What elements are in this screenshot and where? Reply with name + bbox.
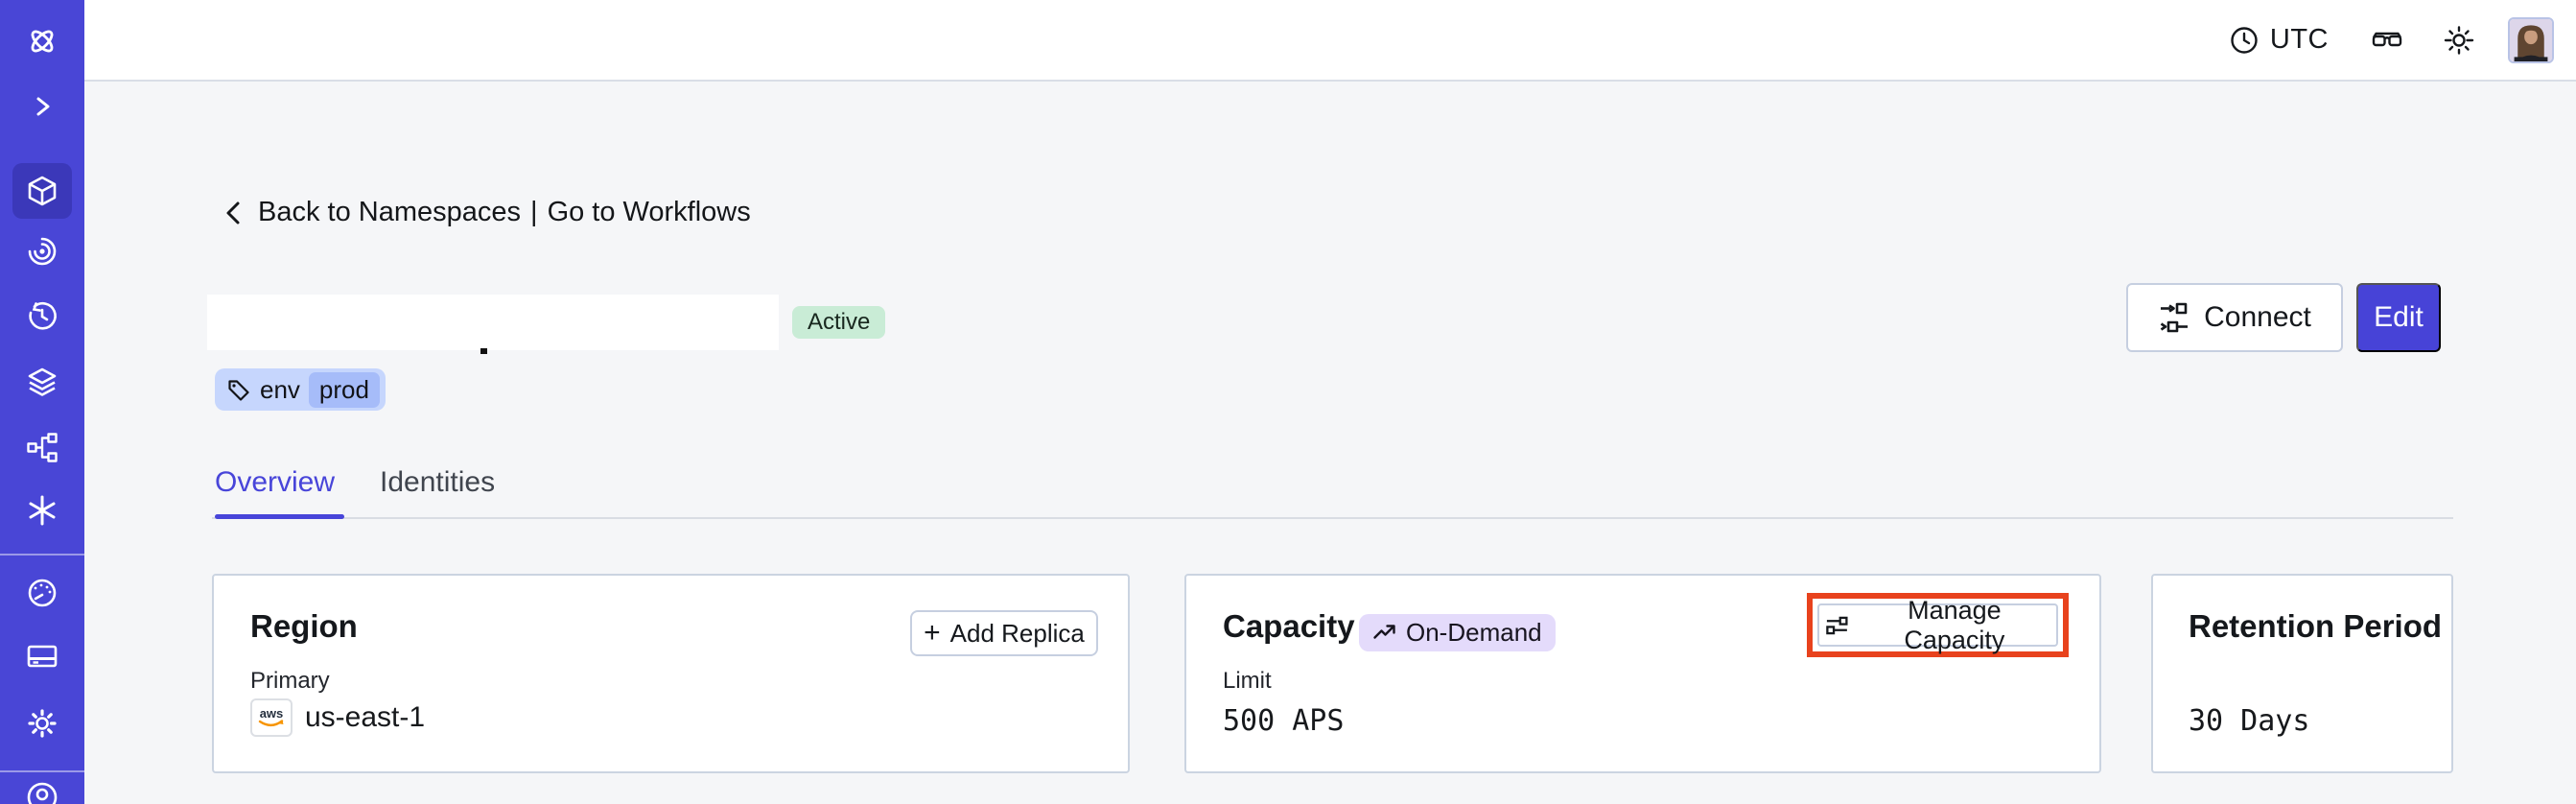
sliders-icon [1826, 616, 1848, 634]
sidebar-item-account-circle-icon[interactable] [0, 779, 84, 804]
on-demand-label: On-Demand [1406, 618, 1542, 647]
annotation-highlight-box: Manage Capacity [1807, 593, 2069, 657]
breadcrumb-workflows-link[interactable]: Go to Workflows [547, 197, 751, 227]
user-avatar[interactable] [2508, 16, 2554, 63]
sun-theme-icon[interactable] [2444, 25, 2474, 56]
sidebar [0, 0, 84, 804]
limit-label: Limit [1223, 668, 1272, 694]
retention-card: Retention Period 30 Days [2151, 574, 2453, 773]
region-value-row: aws us-east-1 [250, 698, 425, 737]
trending-up-icon [1373, 624, 1395, 639]
sidebar-item-billing-card-icon[interactable] [0, 640, 84, 673]
connect-flow-icon [2160, 302, 2189, 333]
namespace-tag-chip[interactable]: env prod [215, 368, 386, 411]
sidebar-item-namespaces-cube-icon[interactable] [0, 175, 84, 207]
connect-button-label: Connect [2204, 301, 2311, 333]
capacity-value: 500 APS [1223, 704, 1345, 738]
manage-capacity-label: Manage Capacity [1904, 595, 2005, 654]
tag-key: env [260, 374, 300, 404]
status-badge: Active [792, 306, 886, 339]
sidebar-item-usage-gauge-icon[interactable] [0, 577, 84, 609]
sidebar-item-settings-gear-icon[interactable] [0, 707, 84, 740]
svg-text:aws: aws [260, 706, 284, 721]
timezone-label[interactable]: UTC [2269, 24, 2329, 55]
plus-icon: + [924, 617, 941, 649]
breadcrumb: Back to Namespaces | Go to Workflows [220, 197, 751, 228]
region-card-title: Region [250, 608, 358, 644]
sidebar-expand-chevron-icon[interactable] [0, 92, 84, 121]
retention-card-title: Retention Period [2189, 608, 2443, 644]
tab-row-divider [212, 517, 2453, 519]
temporal-logo-icon[interactable] [0, 25, 84, 58]
edit-button[interactable]: Edit [2356, 283, 2441, 352]
breadcrumb-back-link[interactable]: Back to Namespaces [258, 197, 522, 227]
top-bar: UTC [84, 0, 2576, 82]
sidebar-divider [0, 554, 84, 556]
glasses-icon[interactable] [2371, 24, 2403, 57]
add-replica-button[interactable]: + Add Replica [910, 610, 1098, 656]
active-tab-underline [215, 514, 344, 519]
capacity-card-title: Capacity [1223, 608, 1355, 644]
manage-capacity-button[interactable]: Manage Capacity [1817, 596, 2058, 654]
tag-value: prod [308, 371, 380, 408]
region-card: Region + Add Replica Primary aws us-east… [212, 574, 1130, 773]
namespace-name-artifact [480, 348, 487, 354]
tag-icon [228, 380, 249, 401]
back-arrow-icon[interactable] [220, 199, 248, 227]
sidebar-item-layers-icon[interactable] [0, 366, 84, 398]
on-demand-badge: On-Demand [1359, 614, 1556, 651]
breadcrumb-separator: | [530, 197, 538, 227]
sidebar-item-workflows-spiral-icon[interactable] [0, 235, 84, 268]
edit-button-label: Edit [2374, 301, 2424, 333]
aws-logo-icon: aws [250, 698, 293, 737]
region-value: us-east-1 [305, 701, 426, 733]
sidebar-item-batch-branch-icon[interactable] [0, 432, 84, 464]
sidebar-item-nexus-asterisk-icon[interactable] [0, 494, 84, 527]
sidebar-item-schedules-clock-icon[interactable] [0, 300, 84, 333]
add-replica-label: Add Replica [949, 618, 1085, 648]
clock-icon [2229, 25, 2260, 56]
namespace-name-redacted [207, 295, 779, 350]
sidebar-divider [0, 770, 84, 772]
connect-button[interactable]: Connect [2126, 283, 2343, 352]
retention-value: 30 Days [2189, 704, 2310, 738]
capacity-card: Capacity On-Demand Manage Capacity Limit… [1184, 574, 2101, 773]
primary-label: Primary [250, 668, 330, 694]
tab-identities[interactable]: Identities [380, 466, 496, 498]
tab-overview[interactable]: Overview [215, 466, 336, 498]
